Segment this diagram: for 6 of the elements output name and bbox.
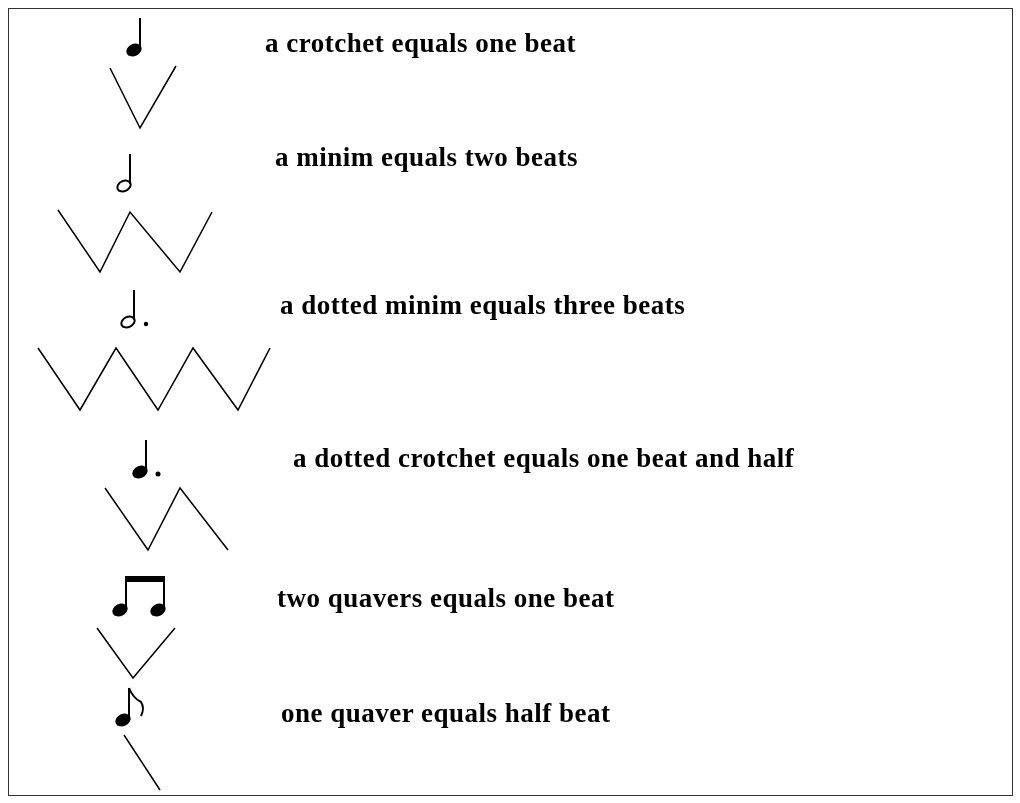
note-description: a crotchet equals one beat xyxy=(265,28,576,59)
note-description: a dotted minim equals three beats xyxy=(280,290,686,321)
note-description: a minim equals two beats xyxy=(275,142,578,173)
note-description: a dotted crotchet equals one beat and half xyxy=(293,443,795,474)
note-description: one quaver equals half beat xyxy=(281,698,611,729)
note-description: two quavers equals one beat xyxy=(277,583,615,614)
